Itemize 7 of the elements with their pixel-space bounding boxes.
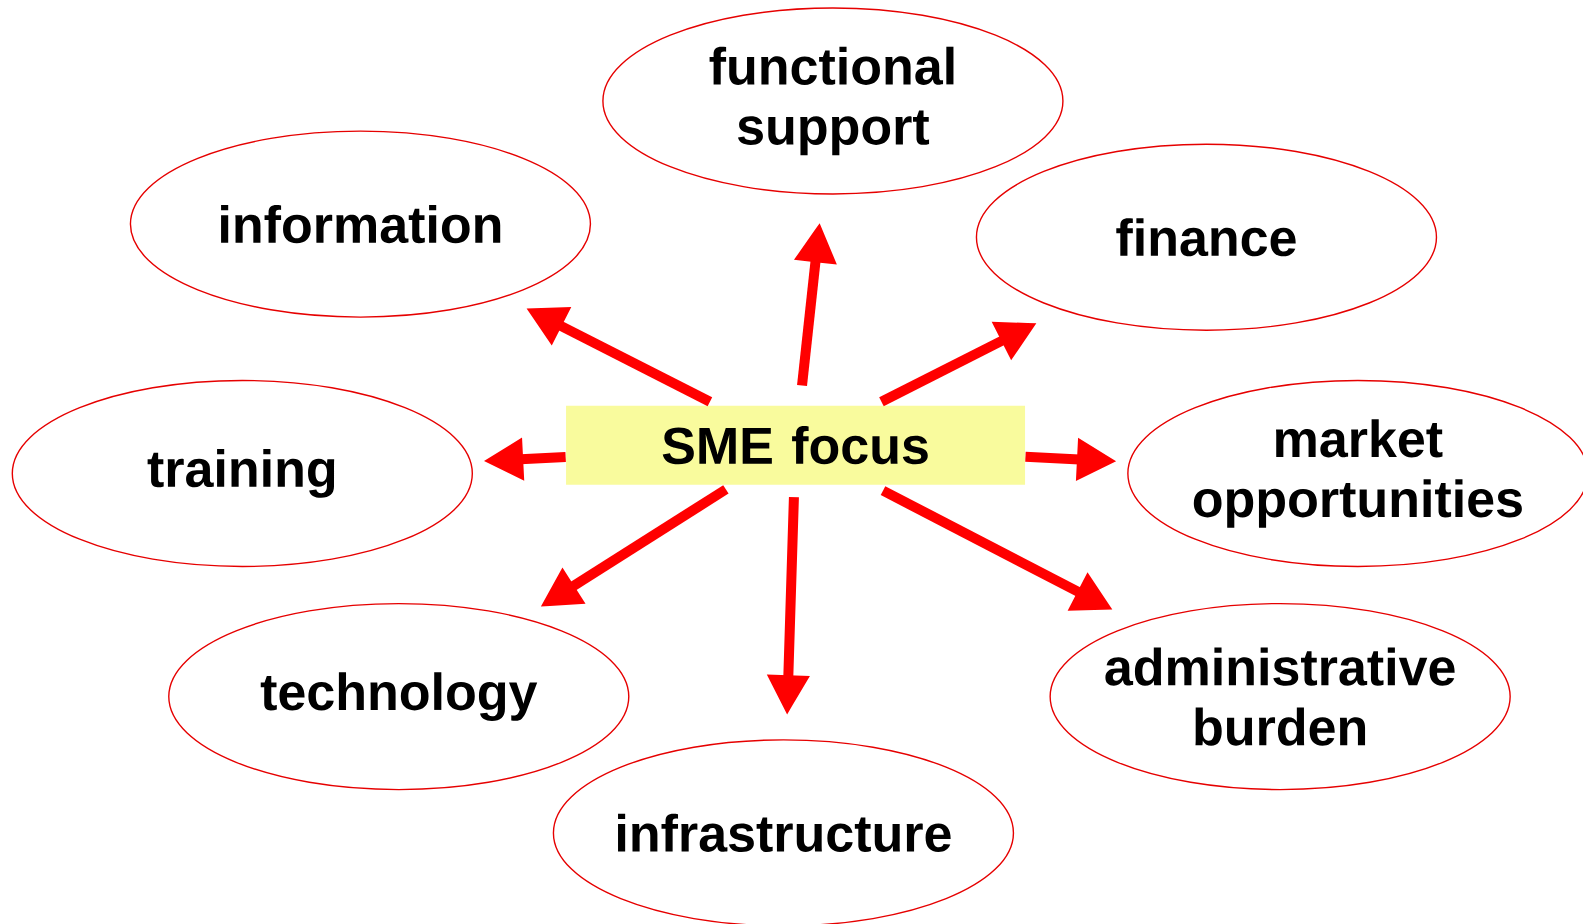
ellipse-node: administrative burden (1049, 602, 1511, 791)
ellipse-node: technology (168, 602, 630, 791)
focus-box: SME focus (566, 405, 1026, 485)
ellipse-node: finance (975, 143, 1438, 331)
ellipse-node: training (11, 379, 473, 568)
ellipse-node: functional support (602, 7, 1064, 195)
ellipse-node: information (129, 130, 592, 318)
